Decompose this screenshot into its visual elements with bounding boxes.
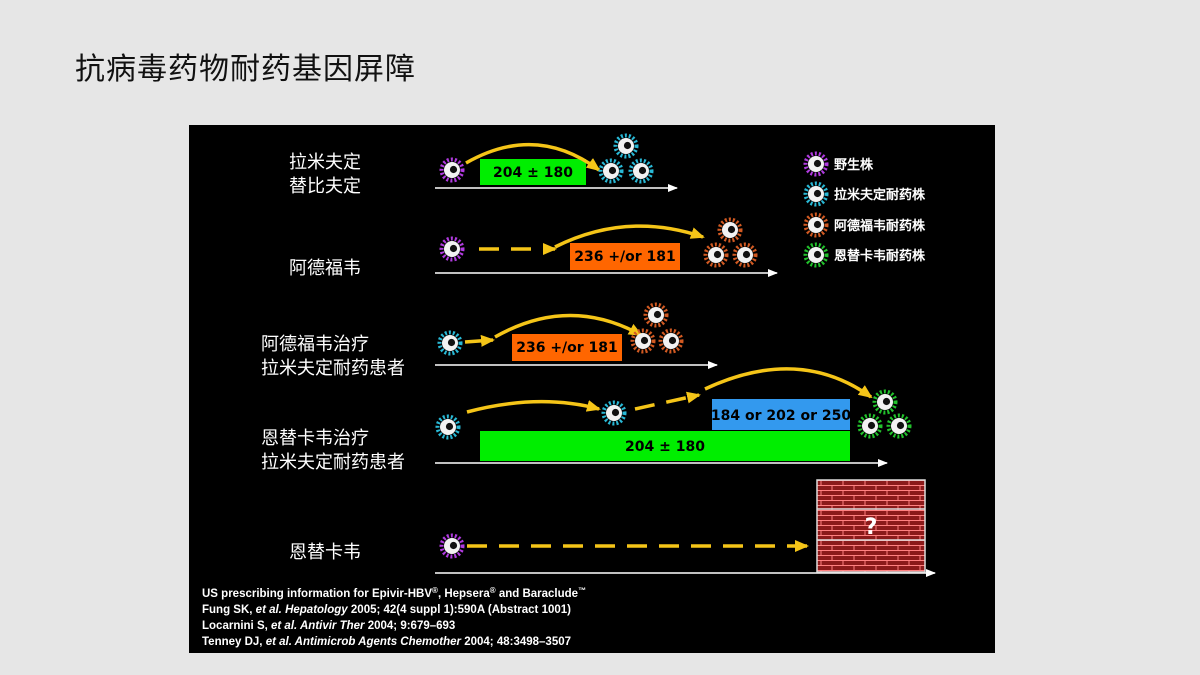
row-label-adefovir-lam-resistant: 阿德福韦治疗 拉米夫定耐药患者 <box>261 334 405 379</box>
adefovir-resistant-virus-icon <box>643 302 669 328</box>
row-label-entecavir-lam-resistant: 恩替卡韦治疗 拉米夫定耐药患者 <box>261 428 405 473</box>
progression-arrow <box>465 142 601 172</box>
entecavir-resistant-virus-icon <box>857 413 883 439</box>
progression-arrow <box>554 224 705 249</box>
legend-label: 恩替卡韦耐药株 <box>834 248 926 264</box>
progression-arrow <box>704 367 873 399</box>
reference-line: Locarnini S, et al. Antivir Ther 2004; 9… <box>202 620 455 632</box>
lamivudine-resistant-virus-icon <box>437 330 463 356</box>
lamivudine-resistant-virus-icon <box>598 158 624 184</box>
row-label-line: 阿德福韦 <box>289 258 361 279</box>
adefovir-resistant-virus-icon <box>803 212 829 238</box>
row-label-line: 恩替卡韦 <box>289 542 361 563</box>
mutation-box-lamivudine: 204 ± 180 <box>480 159 586 185</box>
mutation-label: 204 ± 180 <box>625 439 705 455</box>
row-label-line: 替比夫定 <box>289 176 361 197</box>
reference-line: Fung SK, et al. Hepatology 2005; 42(4 su… <box>202 604 571 616</box>
lamivudine-resistant-virus-icon <box>628 158 654 184</box>
mutation-box-adefovir-lam: 236 +/or 181 <box>512 334 622 361</box>
legend-label: 阿德福韦耐药株 <box>834 218 926 234</box>
legend-label: 拉米夫定耐药株 <box>834 187 926 203</box>
wild-type-virus-icon <box>439 533 465 559</box>
adefovir-resistant-virus-icon <box>658 328 684 354</box>
reference-line: US prescribing information for Epivir-HB… <box>202 586 586 600</box>
unknown-mark: ? <box>865 515 878 540</box>
mutation-box-entecavir-blue: 184 or 202 or 250 <box>711 399 851 430</box>
row-label-line: 拉米夫定耐药患者 <box>261 358 405 379</box>
wild-type-virus-icon <box>439 157 465 183</box>
progression-arrow <box>634 391 701 411</box>
row-label-line: 阿德福韦治疗 <box>261 334 369 355</box>
row-label-lamivudine: 拉米夫定 替比夫定 <box>289 152 361 197</box>
entecavir-resistant-virus-icon <box>886 413 912 439</box>
resistance-barrier-figure: 拉米夫定 替比夫定 阿德福韦 阿德福韦治疗 拉米夫定耐药患者 恩替卡韦治疗 拉米… <box>189 125 995 653</box>
lamivudine-resistant-virus-icon <box>601 400 627 426</box>
lamivudine-resistant-virus-icon <box>613 133 639 159</box>
row-label-line: 拉米夫定 <box>289 152 361 173</box>
mutation-label: 236 +/or 181 <box>516 340 618 356</box>
mutation-box-adefovir: 236 +/or 181 <box>570 243 680 270</box>
legend: 野生株 拉米夫定耐药株 阿德福韦耐药株 恩替卡韦耐药株 <box>803 151 926 268</box>
row-label-line: 拉米夫定耐药患者 <box>261 452 405 473</box>
lamivudine-resistant-virus-icon <box>435 414 461 440</box>
mutation-label: 236 +/or 181 <box>574 249 676 265</box>
adefovir-resistant-virus-icon <box>703 242 729 268</box>
progression-arrow <box>494 313 643 339</box>
progression-arrow <box>466 399 601 414</box>
genetic-barrier-wall: ? <box>816 479 926 573</box>
lamivudine-resistant-virus-icon <box>803 181 829 207</box>
mutation-label: 184 or 202 or 250 <box>711 408 851 424</box>
entecavir-resistant-virus-icon <box>872 389 898 415</box>
page-title: 抗病毒药物耐药基因屏障 <box>75 52 416 87</box>
wild-type-virus-icon <box>439 236 465 262</box>
adefovir-resistant-virus-icon <box>630 328 656 354</box>
mutation-label: 204 ± 180 <box>493 165 573 181</box>
adefovir-resistant-virus-icon <box>732 242 758 268</box>
row-label-line: 恩替卡韦治疗 <box>261 428 369 449</box>
row-label-adefovir: 阿德福韦 <box>289 258 361 279</box>
reference-line: Tenney DJ, et al. Antimicrob Agents Chem… <box>202 636 571 648</box>
entecavir-resistant-virus-icon <box>803 242 829 268</box>
mutation-box-entecavir-green: 204 ± 180 <box>480 431 850 461</box>
references: US prescribing information for Epivir-HB… <box>202 586 586 648</box>
progression-arrow <box>464 334 495 347</box>
legend-label: 野生株 <box>834 157 874 173</box>
adefovir-resistant-virus-icon <box>717 217 743 243</box>
wild-type-virus-icon <box>803 151 829 177</box>
row-label-entecavir: 恩替卡韦 <box>289 542 361 563</box>
